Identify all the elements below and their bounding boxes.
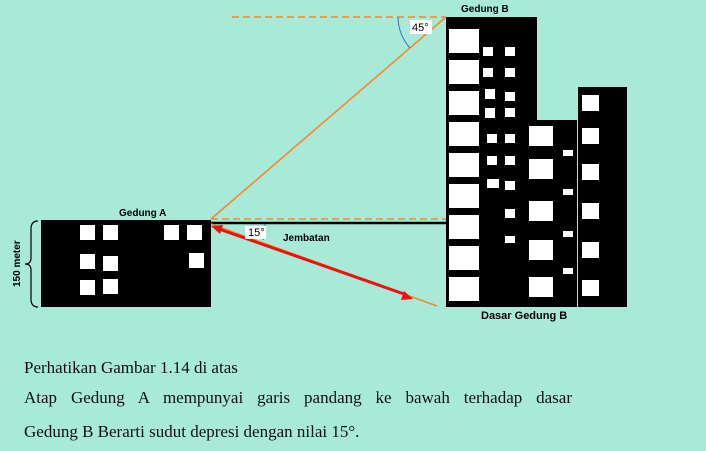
building-right — [578, 87, 627, 307]
angle-15-label: 15° — [248, 227, 265, 239]
caption-line-3: Gedung B Berarti sudut depresi dengan ni… — [24, 422, 360, 441]
building-b — [446, 17, 537, 307]
angle-45-arc — [397, 16, 411, 49]
base-b-label: Dasar Gedung B — [481, 310, 567, 322]
caption-line-2: Atap Gedung A mempunyai garis pandang ke… — [24, 388, 572, 407]
bridge-label: Jembatan — [283, 233, 330, 244]
angle-45-label: 45° — [412, 22, 429, 34]
building-a — [41, 220, 211, 307]
height-brace — [24, 220, 39, 308]
building-a-windows — [80, 225, 204, 295]
building-b-label: Gedung B — [461, 4, 509, 15]
caption-line-1: Perhatikan Gambar 1.14 di atas — [24, 358, 238, 377]
depression-arrow — [211, 225, 413, 300]
sight-line-to-roof-b — [210, 16, 447, 220]
height-label: 150 meter — [12, 240, 23, 287]
building-middle — [523, 120, 577, 307]
building-a-label: Gedung A — [119, 208, 166, 219]
